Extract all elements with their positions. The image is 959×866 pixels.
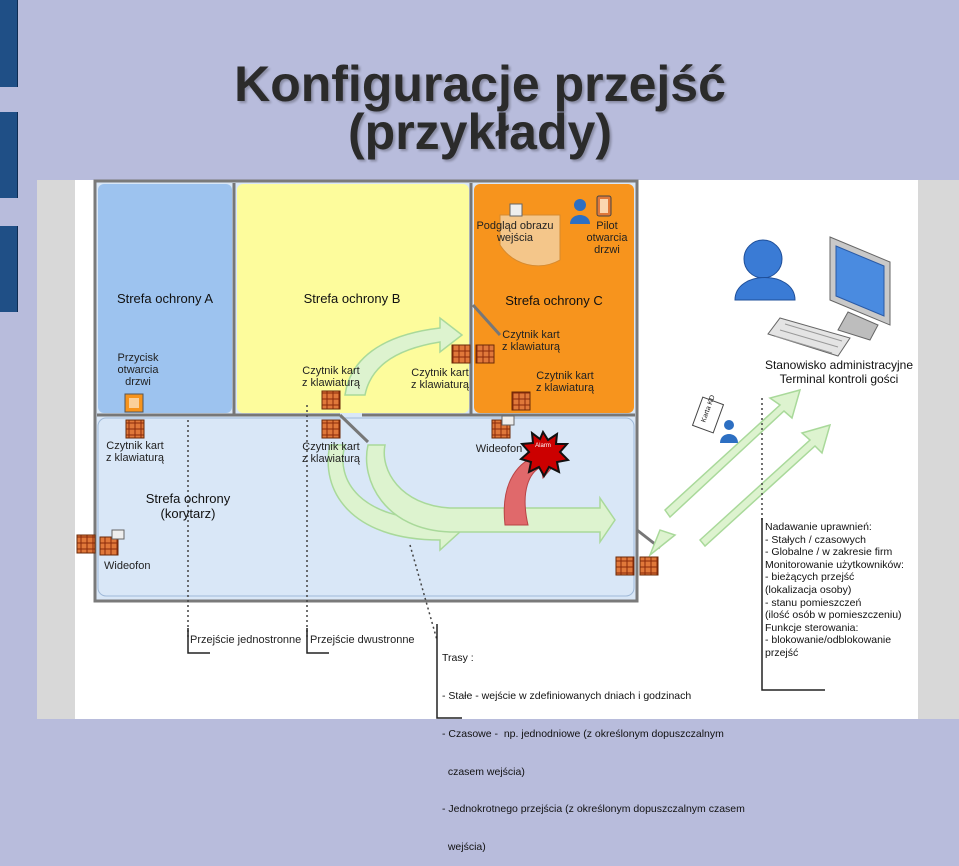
leader-lines [187, 398, 763, 641]
card-reader-icon [615, 556, 635, 576]
routes-line: - Stałe - wejście w zdefiniowanych dniac… [442, 689, 692, 702]
preview-line2: wejścia [496, 232, 534, 244]
features-line: - bieżących przejść [765, 571, 855, 584]
card-reader-icon [451, 344, 471, 364]
deco-bar-3 [0, 226, 18, 312]
routes-line: Trasy : [442, 652, 474, 665]
door-preview-area [499, 214, 561, 267]
card-reader-icon [321, 390, 341, 410]
card-readers [76, 344, 659, 576]
camera-icon [509, 203, 523, 217]
features-line: - blokowanie/odblokowanie [765, 634, 892, 647]
preview-line1: Podgląd obrazu [476, 220, 554, 232]
routes-note: Trasy : - Stałe - wejście w zdefiniowany… [442, 627, 762, 866]
title-line-2: (przykłady) [348, 104, 612, 160]
videophone-icon [76, 534, 96, 554]
features-note: Nadawanie uprawnień: - Stałych / czasowy… [765, 521, 915, 660]
reader-label-b-c: Czytnik kart z klawiaturą [405, 367, 475, 391]
card-reader-icon [475, 344, 495, 364]
door-button-label: Przycisk otwarcia drzwi [103, 352, 173, 388]
keyboard-icon [767, 317, 851, 357]
floor-plan [76, 179, 891, 719]
title-line-1: Konfiguracje przejść [234, 56, 726, 112]
videophone-label-corridor: Wideofon [104, 560, 151, 572]
deco-bar-2 [0, 112, 18, 198]
reader-line1: Czytnik kart [411, 367, 469, 379]
features-line: Funkcje sterowania: [765, 621, 859, 634]
remote-line2: otwarcia [586, 232, 628, 244]
zone-b [237, 184, 469, 413]
panel-left-strip [37, 180, 75, 719]
zone-a-label: Strefa ochrony A [116, 291, 214, 306]
routes-line: wejścia) [442, 841, 486, 854]
zone-c-label: Strefa ochrony C [505, 293, 603, 308]
features-line: - stanu pomieszczeń [765, 596, 862, 609]
deco-bar-1 [0, 0, 18, 87]
reader-label-c-upper: Czytnik kart z klawiaturą [496, 329, 566, 353]
remote-line3: drzwi [594, 244, 620, 256]
card-reader-icon [125, 419, 145, 439]
reader-line2: z klawiaturą [105, 452, 165, 464]
reader-label-b: Czytnik kart z klawiaturą [296, 365, 366, 389]
legend-brackets [187, 518, 825, 719]
reader-line2: z klawiaturą [501, 341, 561, 353]
card-icon [691, 396, 725, 434]
alarm-icon [518, 429, 571, 479]
card-reader-icon [99, 536, 119, 556]
alarm-label: Alarm [535, 443, 551, 449]
zone-b-label: Strefa ochrony B [303, 291, 401, 306]
reader-line2: z klawiaturą [410, 379, 470, 391]
corridor-label-1: Strefa ochrony [145, 491, 231, 506]
features-line: (lokalizacja osoby) [765, 583, 852, 596]
monitor-icon [829, 236, 891, 341]
corridor-label-2: (korytarz) [160, 506, 216, 521]
features-line: - Stałych / czasowych [765, 533, 866, 546]
zone-corridor-label: Strefa ochrony (korytarz) [128, 491, 248, 521]
reader-line2: z klawiaturą [535, 382, 595, 394]
preview-label: Podgląd obrazu wejścia [474, 220, 556, 244]
card-holder-person-icon [720, 420, 738, 443]
reader-line2: z klawiaturą [301, 377, 361, 389]
slide-title: Konfiguracje przejść (przykłady) [20, 58, 940, 158]
legend-two-way: Przejście dwustronne [310, 634, 415, 646]
door-button-line2: otwarcia [117, 364, 159, 376]
features-line: przejść [765, 646, 799, 659]
workstation-line1: Stanowisko administracyjne [764, 358, 914, 372]
remote-line1: Pilot [596, 220, 618, 232]
videophone-label-c: Wideofon [475, 443, 523, 455]
reader-line1: Czytnik kart [536, 370, 594, 382]
remote-label: Pilot otwarcia drzwi [580, 220, 634, 256]
workstation-label: Stanowisko administracyjne Terminal kont… [755, 358, 923, 386]
camera-icon [501, 415, 515, 426]
walls [97, 183, 661, 550]
card-reader-icon [321, 419, 341, 439]
workstation-line2: Terminal kontroli gości [779, 372, 899, 386]
reader-label-c-lower: Czytnik kart z klawiaturą [530, 370, 600, 394]
card-reader-icon [511, 391, 531, 411]
admin-person-icon [734, 239, 796, 301]
reader-line1: Czytnik kart [106, 440, 164, 452]
person-icon [570, 199, 590, 224]
zone-a [98, 184, 232, 413]
reader-line1: Czytnik kart [502, 329, 560, 341]
reader-label-corridor-b: Czytnik kart z klawiaturą [296, 441, 366, 465]
routes-line: - Jednokrotnego przejścia (z określonym … [442, 803, 745, 816]
features-line: Monitorowanie użytkowników: [765, 558, 904, 571]
features-line: - Globalne / w zakresie firm [765, 546, 893, 559]
routes-line: czasem wejścia) [442, 765, 525, 778]
reader-label-corridor-a: Czytnik kart z klawiaturą [100, 440, 170, 464]
camera-icon [111, 529, 125, 540]
legend-one-way: Przejście jednostronne [190, 634, 302, 646]
features-line: (ilość osób w pomieszczeniu) [765, 609, 902, 622]
features-line: Nadawanie uprawnień: [765, 521, 872, 533]
card-reader-icon [639, 556, 659, 576]
door-button-line3: drzwi [125, 376, 151, 388]
reader-line1: Czytnik kart [302, 441, 360, 453]
access-route-arrows [327, 316, 832, 558]
reader-line2: z klawiaturą [301, 453, 361, 465]
routes-line: - Czasowe - np. jednodniowe (z określony… [442, 727, 724, 740]
door-button-line1: Przycisk [117, 352, 159, 364]
panel-right-strip [918, 180, 959, 719]
reader-line1: Czytnik kart [302, 365, 360, 377]
